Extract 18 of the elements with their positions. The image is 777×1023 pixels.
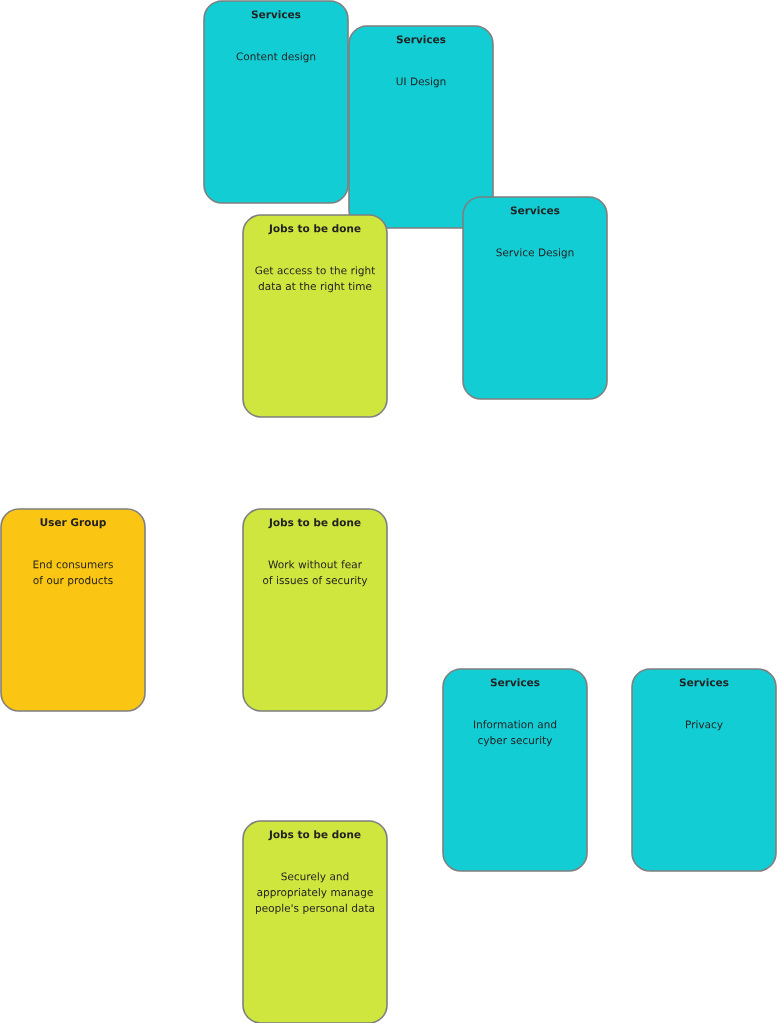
card-text: Content design [236, 52, 316, 63]
card-text: Privacy [686, 720, 723, 731]
card-text: Service Design [496, 248, 574, 259]
card-text: Work without fear of issues of security [263, 560, 368, 587]
card-text: End consumers of our products [33, 560, 113, 587]
card-text: Get access to the right data at the right time [255, 266, 375, 293]
card-heading: Services [679, 678, 729, 687]
card-heading: Jobs to be done [268, 224, 361, 235]
card-heading: Jobs to be done [268, 518, 361, 529]
card-heading: Services [490, 678, 540, 687]
card-heading: Services [251, 10, 301, 19]
card-heading: Services [510, 206, 560, 215]
card-heading: User Group [40, 518, 106, 529]
card-heading: Jobs to be done [268, 830, 361, 841]
card-text: UI Design [396, 77, 446, 88]
card-text: Securely and appropriately manage people's personal data [256, 872, 374, 914]
card-heading: Services [396, 35, 446, 44]
card-text: Information and cyber security [474, 720, 557, 747]
